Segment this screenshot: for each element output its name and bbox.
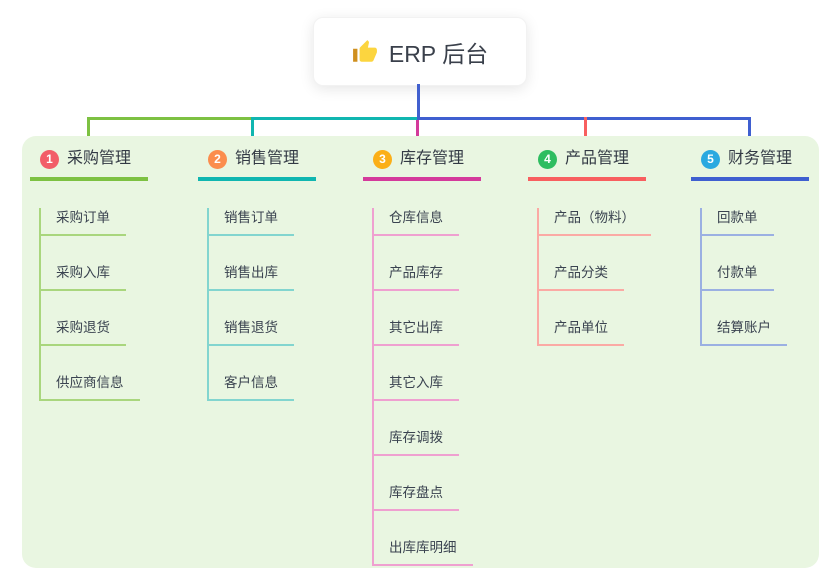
mindmap-node[interactable]: 采购入库 (39, 263, 126, 291)
branch-header[interactable]: 5 财务管理 (691, 148, 809, 181)
mindmap-node[interactable]: 其它入库 (372, 373, 459, 401)
branch-children: 回款单 付款单 结算账户 (700, 208, 787, 346)
connector-drop-branch-4 (584, 117, 587, 146)
mindmap-node[interactable]: 产品单位 (537, 318, 624, 346)
branch-children: 采购订单 采购入库 采购退货 供应商信息 (39, 208, 140, 401)
branch-header[interactable]: 1 采购管理 (30, 148, 148, 181)
branch-sales: 2 销售管理 销售订单 销售出库 销售退货 客户信息 (198, 148, 316, 401)
connector-bus-segment-2 (251, 117, 419, 120)
branches-panel (22, 136, 819, 568)
mindmap-node[interactable]: 客户信息 (207, 373, 294, 401)
mindmap-node[interactable]: 采购订单 (39, 208, 126, 236)
branch-header[interactable]: 2 销售管理 (198, 148, 316, 181)
mindmap-node[interactable]: 产品库存 (372, 263, 459, 291)
mindmap-node[interactable]: 库存调拨 (372, 428, 459, 456)
mindmap-node[interactable]: 库存盘点 (372, 483, 459, 511)
branch-number-badge: 4 (538, 149, 557, 169)
connector-drop-branch-1 (87, 117, 90, 146)
branch-inventory: 3 库存管理 仓库信息 产品库存 其它出库 其它入库 库存调拨 库存盘点 出库库… (363, 148, 481, 566)
branch-label: 采购管理 (67, 150, 132, 167)
mindmap-node[interactable]: 销售出库 (207, 263, 294, 291)
branch-product: 4 产品管理 产品（物料） 产品分类 产品单位 (528, 148, 651, 346)
connector-root-drop (417, 84, 420, 119)
mindmap-node[interactable]: 出库库明细 (372, 538, 473, 566)
connector-drop-branch-3 (416, 120, 419, 146)
branch-purchase: 1 采购管理 采购订单 采购入库 采购退货 供应商信息 (30, 148, 148, 401)
connector-drop-branch-5 (748, 117, 751, 146)
mindmap-node[interactable]: 其它出库 (372, 318, 459, 346)
branch-children: 销售订单 销售出库 销售退货 客户信息 (207, 208, 294, 401)
mindmap-node[interactable]: 销售订单 (207, 208, 294, 236)
branch-label: 财务管理 (728, 150, 793, 167)
mindmap-node[interactable]: 产品（物料） (537, 208, 651, 236)
branch-header[interactable]: 3 库存管理 (363, 148, 481, 181)
mindmap-node[interactable]: 销售退货 (207, 318, 294, 346)
branch-label: 销售管理 (235, 150, 300, 167)
mindmap-node[interactable]: 产品分类 (537, 263, 624, 291)
branch-children: 产品（物料） 产品分类 产品单位 (537, 208, 651, 346)
mindmap-node[interactable]: 仓库信息 (372, 208, 459, 236)
connector-bus-segment-1 (87, 117, 254, 120)
branch-number-badge: 1 (40, 149, 59, 169)
connector-drop-branch-2 (251, 117, 254, 146)
root-label: ERP 后台 (388, 40, 489, 67)
branch-header[interactable]: 4 产品管理 (528, 148, 646, 181)
branch-number-badge: 2 (208, 149, 227, 169)
branch-number-badge: 3 (373, 149, 392, 169)
root-node[interactable]: ERP 后台 (313, 17, 527, 86)
mindmap-node[interactable]: 付款单 (700, 263, 774, 291)
mindmap-node[interactable]: 采购退货 (39, 318, 126, 346)
branch-number-badge: 5 (701, 149, 720, 169)
branch-children: 仓库信息 产品库存 其它出库 其它入库 库存调拨 库存盘点 出库库明细 (372, 208, 473, 566)
mindmap-node[interactable]: 回款单 (700, 208, 774, 236)
branch-finance: 5 财务管理 回款单 付款单 结算账户 (691, 148, 809, 346)
branch-label: 产品管理 (565, 150, 630, 167)
branch-label: 库存管理 (400, 150, 465, 167)
mindmap-node[interactable]: 供应商信息 (39, 373, 140, 401)
thumbs-up-icon (352, 39, 378, 65)
mindmap-node[interactable]: 结算账户 (700, 318, 787, 346)
